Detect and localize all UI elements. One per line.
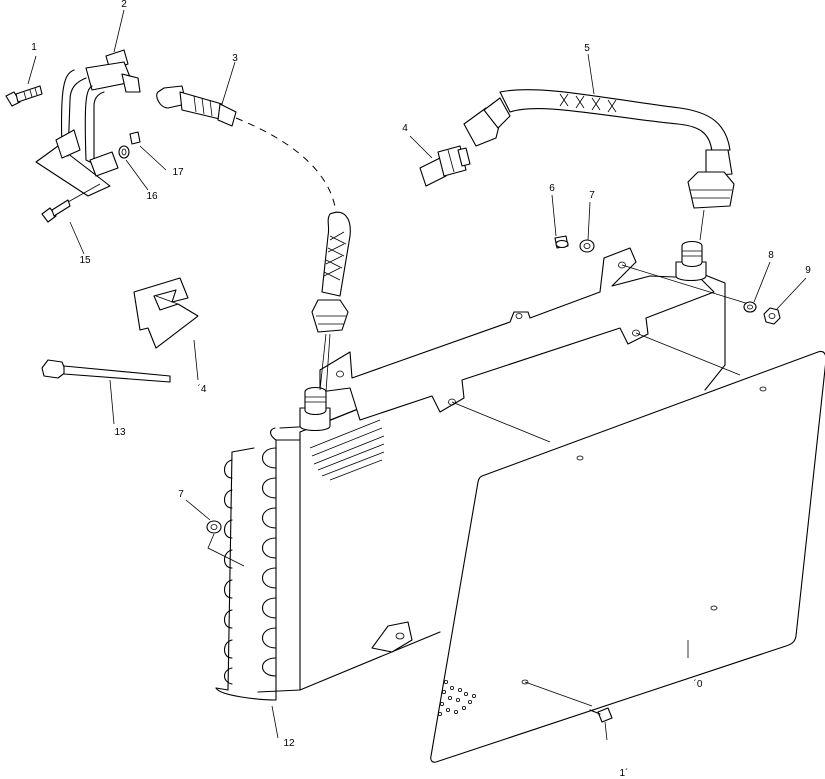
bolt-1 <box>5 85 43 107</box>
callout-11: 1´ <box>620 767 629 779</box>
radiator <box>215 272 726 701</box>
alignment-line <box>451 401 551 443</box>
callout-4: 4 <box>402 123 408 134</box>
callout-7b: 7 <box>178 489 184 500</box>
screw-15 <box>41 183 101 223</box>
callout-8: 8 <box>768 250 774 261</box>
callout-labels: 1 2 3 4 5 6 7 7 8 9 ´0 1´ 12 13 ´4 15 16… <box>31 0 811 779</box>
callout-1: 1 <box>31 42 37 53</box>
clip-14 <box>133 277 199 349</box>
callout-13: 13 <box>114 427 126 438</box>
alignment-line <box>635 332 741 376</box>
callout-6: 6 <box>549 183 555 194</box>
hose-fitting-3 <box>156 85 237 127</box>
hose-left <box>311 211 351 393</box>
callout-14: ´4 <box>198 383 207 395</box>
callout-7a: 7 <box>589 190 595 201</box>
washer-7-top <box>579 239 595 253</box>
radiator-fins <box>215 447 277 691</box>
callout-10: ´0 <box>694 678 703 690</box>
callout-leaders <box>27 9 807 739</box>
callout-2: 2 <box>121 0 127 10</box>
screen-mesh-dots <box>437 680 476 717</box>
alignment-line <box>524 681 593 707</box>
bolt-11 <box>589 707 613 741</box>
tee-fitting-2 <box>35 49 141 197</box>
callout-17: 17 <box>172 167 184 178</box>
alignment-line <box>621 264 753 306</box>
hose-5 <box>463 89 735 241</box>
callout-12: 12 <box>283 738 295 749</box>
callout-5: 5 <box>584 43 590 54</box>
cable-tie-13 <box>41 359 171 383</box>
o-ring-17 <box>129 131 141 145</box>
nut-9 <box>763 307 781 325</box>
callout-9: 9 <box>805 265 811 276</box>
washer-7-bottom <box>206 520 245 567</box>
callout-15: 15 <box>79 255 91 266</box>
radiator-fitting-left <box>299 386 331 432</box>
callout-3: 3 <box>232 53 238 64</box>
hose-path <box>235 117 337 213</box>
fitting-4 <box>419 145 471 187</box>
radiator-screen <box>430 350 825 763</box>
o-ring-16 <box>118 145 130 159</box>
mounting-bracket <box>319 247 715 421</box>
radiator-fitting-right <box>675 240 707 282</box>
callout-16: 16 <box>146 191 158 202</box>
bushing-6 <box>554 235 569 249</box>
washer-8 <box>743 301 757 313</box>
